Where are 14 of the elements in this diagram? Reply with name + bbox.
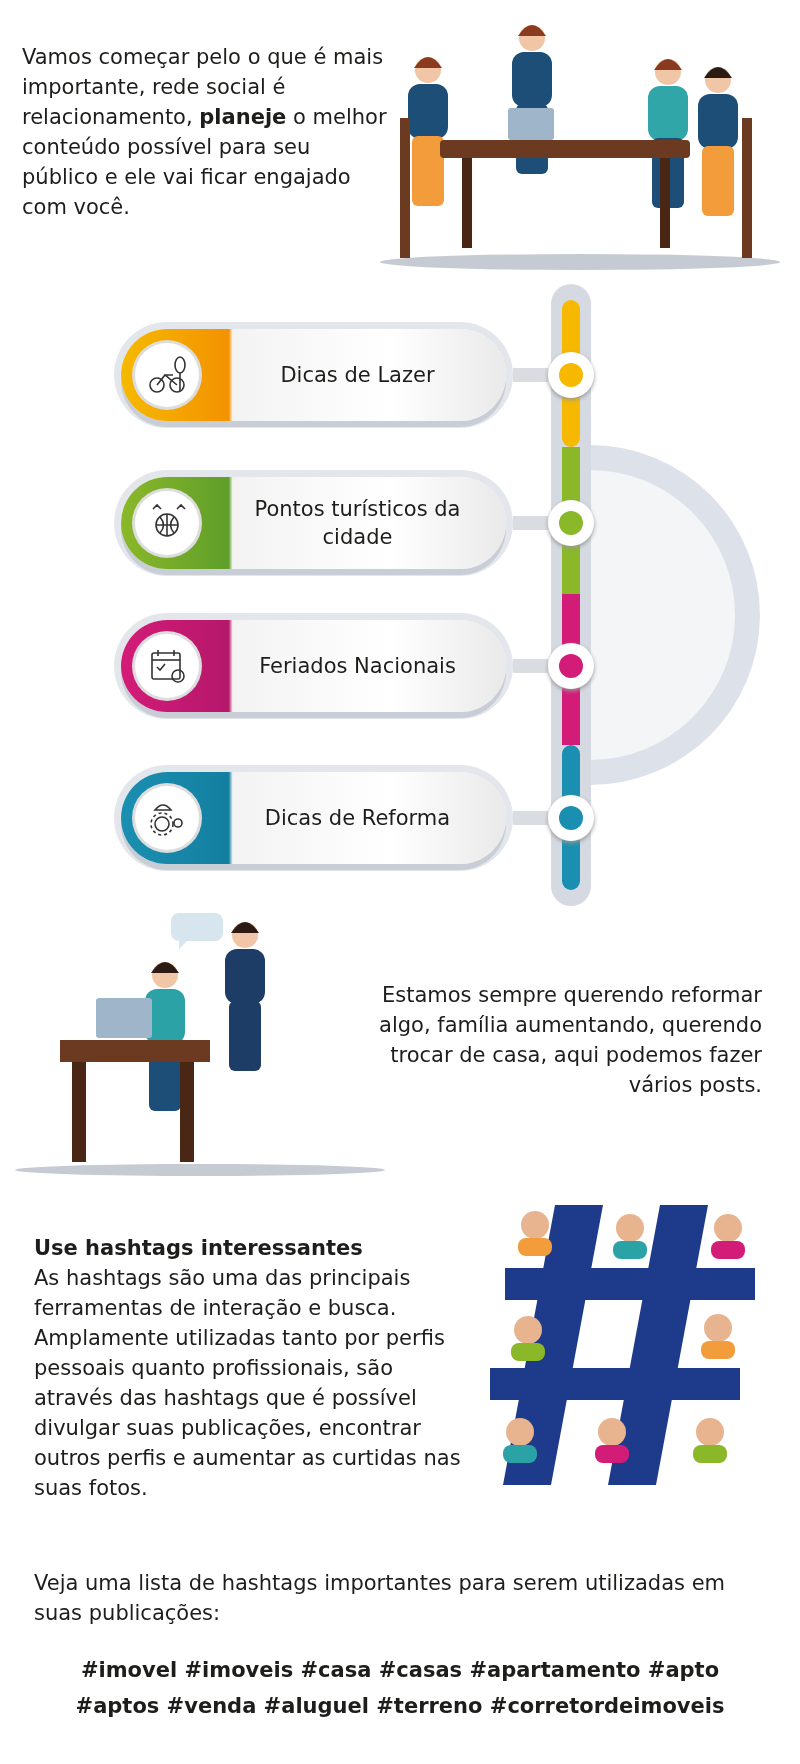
body-paragraph: Estamos sempre querendo reformar algo, família aumentando, querendo trocar de casa, aqui podemos fazer vários posts. <box>378 982 762 1099</box>
connector-bar <box>513 659 548 673</box>
connector-bar <box>513 516 548 530</box>
topic-label: Pontos turísticos da cidade <box>253 496 462 551</box>
topic-label: Dicas de Lazer <box>279 362 436 389</box>
section-heading: Use hashtags interessantes <box>34 1235 364 1262</box>
intro-paragraph: Vamos começar pelo o que é mais importante, rede social é relacionamento, planeje o melhor conteúdo possível para seu público e ele vai ficar engajado com você. <box>22 44 388 221</box>
topic-label: Dicas de Reforma <box>263 805 452 832</box>
body-paragraph: Veja uma lista de hashtags importantes para serem utilizadas em suas publicações: <box>34 1570 726 1627</box>
connector-bar <box>513 368 548 382</box>
body-paragraph: As hashtags são uma das principais ferramentas de interação e busca. Amplamente utilizadas tanto por perfis pessoais quanto profissionais, são através das hashtags que é possível divulgar suas publicações, encontrar outros perfis e aumentar as curtidas nas suas fotos. <box>34 1265 462 1502</box>
hashtag-list: #imovel #imoveis #casa #casas #apartamento #apto #aptos #venda #aluguel #terreno #corretordeimoveis <box>40 1652 760 1724</box>
topic-label: Feriados Nacionais <box>258 653 457 680</box>
connector-bar <box>513 811 548 825</box>
